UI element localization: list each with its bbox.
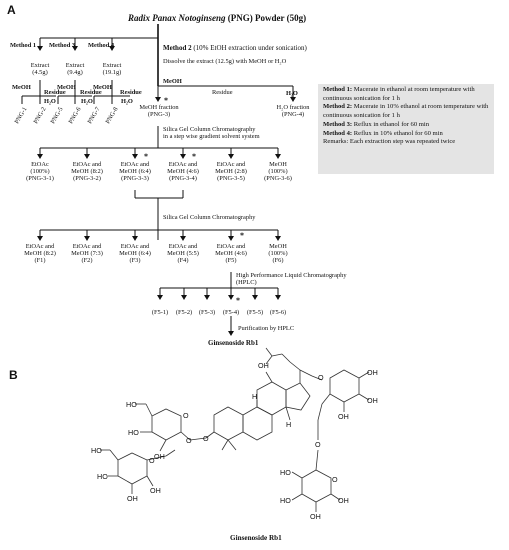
- star-f5-4: *: [236, 296, 240, 305]
- atom-h-2: H: [286, 420, 291, 429]
- atom-o-4: O: [203, 434, 209, 443]
- panel-b-letter: B: [9, 368, 18, 382]
- dissolve-note: Dissolve the extract (12.5g) with MeOH o…: [163, 58, 287, 65]
- fraction-f5-1: (F5-1): [151, 309, 169, 316]
- title-species: Radix Panax Notoginseng: [128, 13, 226, 23]
- fraction-png-3-6: MeOH(100%)(PNG-3-6): [264, 161, 292, 183]
- star-meoh-fraction: *: [164, 96, 168, 105]
- remark-method-4: Method 4: Reflux in 10% ethanol for 60 m…: [323, 129, 443, 137]
- ring-c: [256, 381, 287, 416]
- atom-oh-7: OH: [338, 412, 349, 421]
- atom-oh-4: OH: [258, 361, 269, 370]
- atom-ho-3: HO: [91, 446, 102, 455]
- atom-oh-2: OH: [127, 494, 138, 503]
- remarks-box: Method 1: Macerate in ethanol at room te…: [318, 84, 494, 174]
- atom-o-7: O: [332, 475, 338, 484]
- sugar-ring-1: [151, 408, 182, 441]
- atom-oh-9: OH: [338, 496, 349, 505]
- atom-o-6: O: [315, 440, 321, 449]
- atom-oh-1: OH: [154, 452, 165, 461]
- h2o-label-2: H₂O: [81, 98, 93, 105]
- atom-oh-8: OH: [310, 512, 321, 521]
- atom-o-2: O: [186, 436, 192, 445]
- method-2-label: Method 2 (10% EtOH extraction under soni…: [163, 44, 307, 52]
- fraction-f5-2: (F5-2): [175, 309, 193, 316]
- extract-4: Extract(19.1g): [102, 62, 122, 77]
- remark-note: Remarks: Each extraction step was repeat…: [323, 138, 456, 146]
- extract-1: Extract(4.5g): [30, 62, 50, 77]
- fraction-png-3-1: EtOAc(100%)(PNG-3-1): [26, 161, 54, 183]
- title-rest: (PNG) Powder (50g): [227, 13, 307, 23]
- fraction-f5-3: (F5-3): [198, 309, 216, 316]
- meoh-label-1: MeOH: [12, 84, 31, 91]
- method-1-label: Method 1: [10, 42, 37, 49]
- atom-ho-4: HO: [97, 472, 108, 481]
- sugar-ring-3: [329, 369, 360, 403]
- purification-step: Purification by HPLC: [238, 325, 295, 332]
- fraction-f5-6: (F5-6): [269, 309, 287, 316]
- star-f5: *: [240, 231, 244, 240]
- h2o-label-1: H₂O: [44, 98, 56, 105]
- h2o-label-3: H₂O: [121, 98, 133, 105]
- residue-label-4: Residue: [212, 89, 233, 96]
- extract-3: Extract(9.4g): [65, 62, 85, 77]
- atom-h-1: H: [252, 392, 257, 401]
- sugar-ring-4: [301, 469, 332, 503]
- meoh-label-3: MeOH: [93, 84, 112, 91]
- ring-b: [242, 406, 273, 441]
- fraction-f5-5: (F5-5): [246, 309, 264, 316]
- method-3-label: Method 3: [49, 42, 76, 49]
- panel-b-caption: Ginsenoside Rb1: [230, 534, 282, 542]
- atom-ho-2: HO: [128, 428, 139, 437]
- h2o-fraction: H₂O fraction(PNG-4): [276, 104, 310, 119]
- atom-oh-5: OH: [367, 368, 378, 377]
- atom-ho-5: HO: [280, 468, 291, 477]
- panel-a-title: Radix Panax Notoginseng (PNG) Powder (50…: [128, 13, 306, 23]
- residue-label-1: Residue: [44, 89, 66, 96]
- remark-method-3: Method 3: Reflux in ethanol for 60 min: [323, 120, 430, 128]
- meoh-label-2: MeOH: [57, 84, 76, 91]
- silica-step-2: Silica Gel Column Chromatography: [163, 214, 256, 221]
- panel-a-letter: A: [7, 3, 16, 17]
- atom-ho-1: HO: [126, 400, 137, 409]
- h2o-label-4: H₂O: [286, 90, 298, 97]
- remark-method-2: Method 2: Macerate in 10% ethanol at roo…: [323, 103, 489, 120]
- sugar-ring-2: [117, 452, 148, 485]
- residue-label-2: Residue: [80, 89, 102, 96]
- ring-d: [285, 382, 311, 411]
- atom-o-3: O: [149, 456, 155, 465]
- meoh-label-4: MeOH: [163, 78, 182, 85]
- atom-ho-6: HO: [280, 496, 291, 505]
- atom-oh-6: OH: [367, 396, 378, 405]
- meoh-fraction: MeOH fraction(PNG-3): [139, 104, 179, 119]
- fraction-f6: MeOH(100%)(F6): [268, 243, 288, 265]
- star-png-3-4: *: [192, 152, 196, 161]
- method-4-label: Method 4: [88, 42, 115, 49]
- method-2-rest: (10% EtOH extraction under sonication): [193, 44, 307, 52]
- ring-a: [213, 406, 244, 441]
- method-2-bold: Method 2: [163, 44, 192, 52]
- hplc-step: High Performance Liquid Chromatography(H…: [236, 272, 347, 287]
- remark-method-1: Method 1: Macerate in ethanol at room te…: [323, 86, 475, 102]
- star-png-3-3: *: [144, 152, 148, 161]
- final-product: Ginsenoside Rb1: [208, 339, 259, 347]
- atom-o-1: O: [183, 411, 189, 420]
- atom-o-5: O: [318, 373, 324, 382]
- atom-oh-3: OH: [150, 486, 161, 495]
- residue-label-3: Residue: [120, 89, 142, 96]
- fraction-f5-4: (F5-4): [222, 309, 240, 316]
